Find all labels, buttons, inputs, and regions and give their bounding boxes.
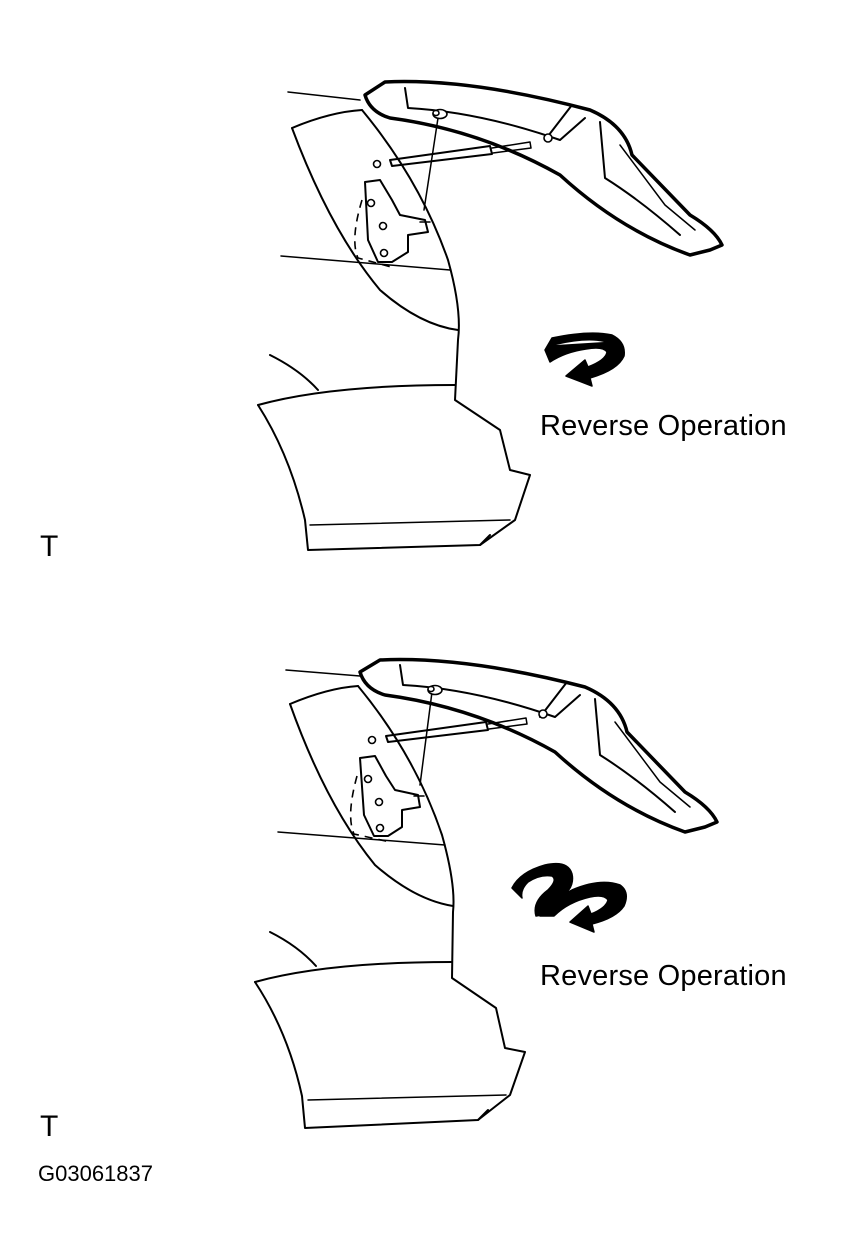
panel-marker: T (40, 1110, 59, 1143)
body-rear-edge (357, 685, 526, 1121)
liner-inner-edge (594, 698, 676, 813)
screwdriver-shaft (385, 721, 489, 743)
bumper-front (257, 404, 491, 551)
bracket-hole-2 (374, 797, 384, 807)
panel-marker: T (40, 530, 59, 563)
fender-liner-illustration-bottom (254, 657, 719, 1129)
bracket-hole-3 (375, 823, 385, 833)
reverse-operation-caption: Reverse Operation (540, 410, 787, 442)
bumper-lower-line (309, 519, 511, 526)
liner-clip-inner (427, 685, 435, 693)
liner-inner-rib (399, 664, 581, 718)
screwdriver-shaft (389, 145, 493, 167)
double-twist-arrow-icon (511, 862, 627, 933)
mounting-bracket (359, 755, 421, 837)
leader-line-lower (280, 255, 451, 271)
leader-line-lower (277, 831, 446, 846)
figure-id-label: G03061837 (38, 1161, 153, 1186)
liner-hole (543, 133, 553, 143)
hidden-edge (354, 199, 396, 269)
bumper-top (257, 384, 456, 406)
inner-panel-edge (269, 931, 317, 967)
wheel-arch-edge (289, 703, 454, 907)
liner-hole (538, 709, 548, 719)
screwdriver-tip (487, 717, 528, 730)
hidden-edge (349, 775, 391, 843)
diagram-panel-bottom: Reverse Operation T (0, 580, 849, 1160)
leader-line-clip (419, 691, 433, 786)
liner-inner-rib (404, 87, 586, 141)
leader-line-clip (423, 117, 439, 211)
liner-fold (619, 144, 696, 231)
bumper-front (254, 981, 489, 1129)
leader-line-upper (285, 669, 361, 677)
mounting-bracket (364, 179, 429, 263)
fender-liner-illustration-top (257, 79, 724, 551)
body-top-edge (289, 685, 359, 705)
wheel-arch-edge (291, 127, 459, 331)
leader-line-upper (287, 91, 361, 101)
bumper-lower-line (307, 1094, 507, 1101)
bumper-top (254, 961, 453, 983)
body-hole (372, 159, 382, 169)
bracket-hole-3 (379, 248, 389, 258)
bracket-hole-1 (363, 774, 373, 784)
liner-clip-inner (432, 109, 440, 117)
fender-liner (363, 79, 724, 257)
reverse-operation-caption: Reverse Operation (540, 960, 787, 992)
liner-fold (614, 721, 691, 808)
inner-panel-edge (269, 354, 319, 391)
single-twist-arrow-icon (544, 332, 625, 387)
body-hole (367, 735, 377, 745)
body-rear-edge (361, 109, 531, 546)
diagram-panel-top: Reverse Operation T (0, 0, 849, 580)
fender-liner (358, 657, 719, 834)
body-top-edge (291, 109, 363, 129)
bracket-hole-2 (378, 221, 388, 231)
liner-inner-edge (599, 121, 681, 236)
bracket-hole-1 (366, 198, 376, 208)
